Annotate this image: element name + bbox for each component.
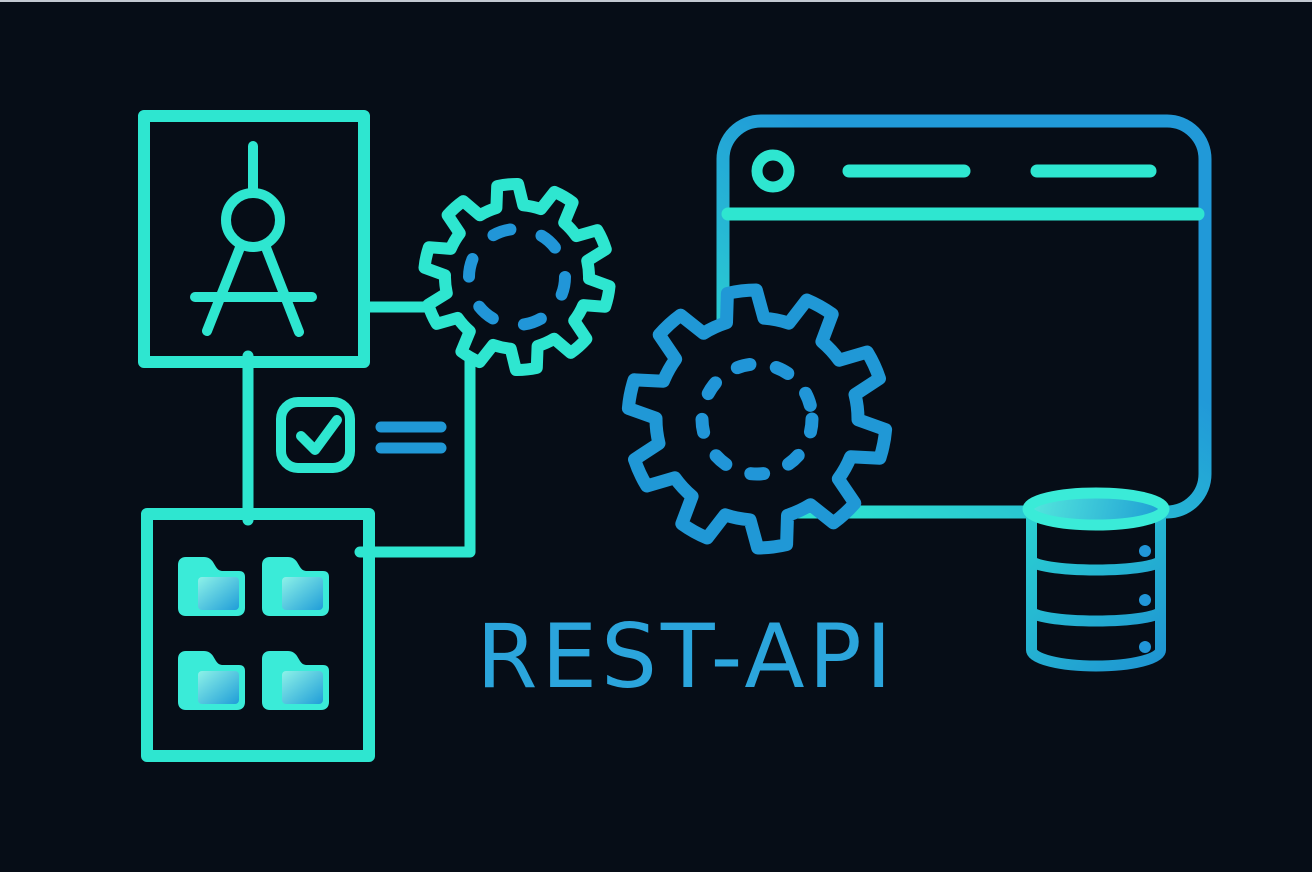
connector-small-gear-to-folders [354, 332, 476, 558]
database-icon [1022, 487, 1170, 672]
large-gear-outline [621, 283, 893, 555]
large-gear-hub-dashed [695, 357, 819, 481]
small-gear-hub-dashed [463, 223, 571, 331]
small-gear-outline [418, 178, 616, 376]
blueprint-panel [138, 110, 370, 368]
checkbox-frame [276, 397, 355, 473]
top-edge-artifact [0, 0, 1312, 2]
titlebar-dot-icon [751, 149, 795, 193]
checkmark [296, 415, 342, 455]
database-divider [1026, 557, 1166, 576]
database-body [1026, 503, 1166, 672]
small-gear-icon [418, 178, 616, 376]
database-divider [1026, 608, 1166, 627]
browser-window-icon [716, 114, 1212, 519]
database-dots [1139, 545, 1151, 653]
browser-titlebar [721, 149, 1205, 221]
blueprint-frame [138, 110, 370, 368]
database-dot [1139, 641, 1151, 653]
drafting-compass-icon [190, 141, 317, 337]
large-gear-icon [621, 283, 893, 555]
database-dot [1139, 545, 1151, 557]
folders-panel [141, 508, 375, 762]
folders-frame [141, 508, 375, 762]
database-dot [1139, 594, 1151, 606]
equals-icon [375, 421, 447, 454]
database-top [1022, 487, 1170, 531]
rest-api-label: REST-API [476, 605, 895, 708]
checkbox-check-icon [276, 397, 355, 473]
